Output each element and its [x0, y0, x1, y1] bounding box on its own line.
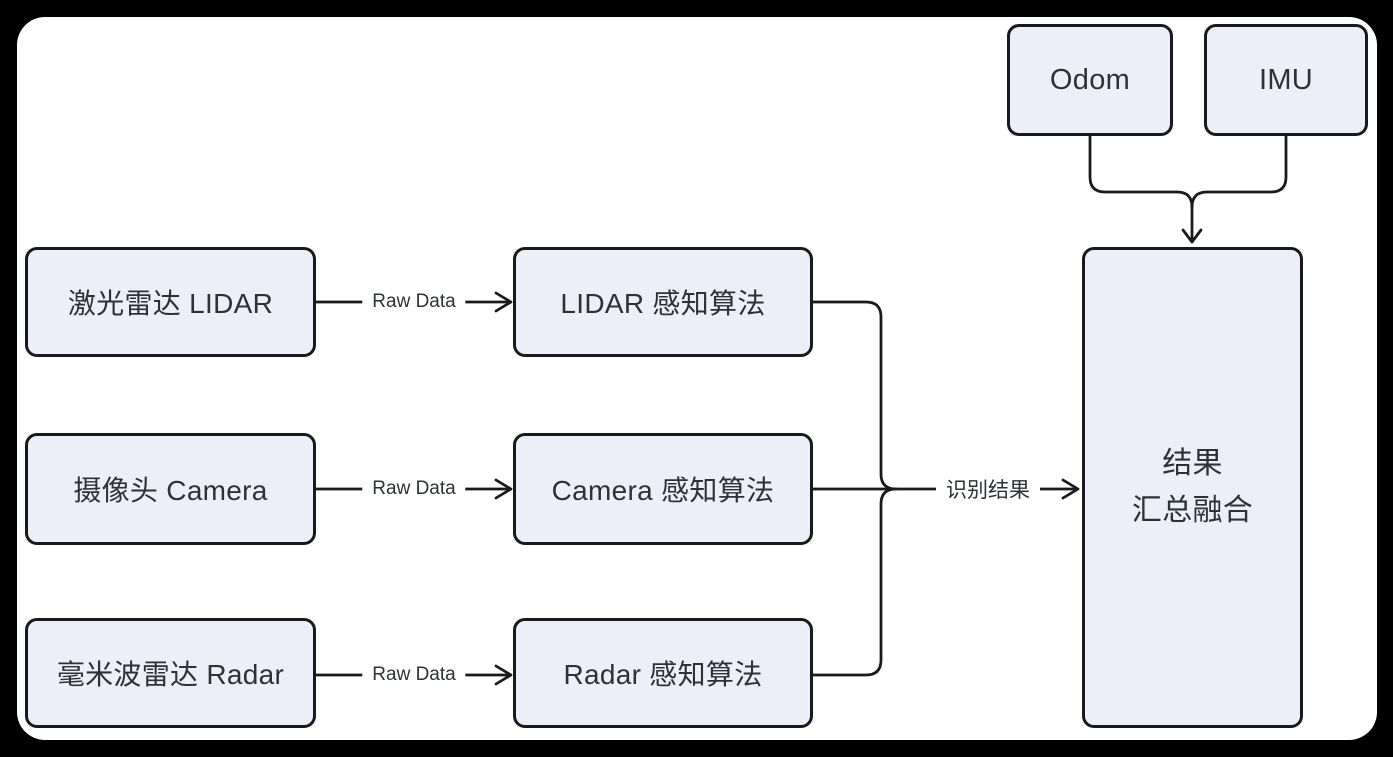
edge-radar-algo-merge [811, 487, 898, 677]
node-algo-camera: Camera 感知算法 [513, 433, 813, 545]
node-algo-radar: Radar 感知算法 [513, 618, 813, 728]
arrow-right-icon [1061, 478, 1080, 500]
node-algo-lidar-label: LIDAR 感知算法 [560, 288, 766, 319]
node-imu: IMU [1204, 24, 1368, 136]
arrow-right-icon [494, 478, 513, 500]
arrow-right-icon [494, 291, 513, 313]
node-algo-camera-label: Camera 感知算法 [551, 475, 775, 506]
node-sensor-camera: 摄像头 Camera [25, 433, 316, 545]
edge-lidar-algo-merge [811, 300, 898, 491]
node-odom-label: Odom [1049, 63, 1131, 96]
node-sensor-lidar: 激光雷达 LIDAR [25, 247, 316, 357]
node-odom: Odom [1007, 24, 1173, 136]
edge-label-raw-data-lidar: Raw Data [362, 289, 466, 315]
node-sensor-camera-label: 摄像头 Camera [73, 475, 268, 506]
edge-label-recognition-result: 识别结果 [936, 472, 1040, 506]
edge-odom-down [1088, 134, 1194, 240]
edge-label-raw-data-camera: Raw Data [362, 476, 466, 502]
node-result-fusion: 结果 汇总融合 [1082, 247, 1303, 728]
node-result-fusion-label-line1: 结果 [1162, 447, 1223, 480]
node-algo-lidar: LIDAR 感知算法 [513, 247, 813, 357]
node-sensor-radar: 毫米波雷达 Radar [25, 618, 316, 728]
node-result-fusion-label-line2: 汇总融合 [1131, 493, 1254, 527]
edge-imu-down [1190, 134, 1288, 209]
node-algo-radar-label: Radar 感知算法 [563, 659, 763, 690]
edge-label-raw-data-radar: Raw Data [362, 662, 466, 688]
node-sensor-radar-label: 毫米波雷达 Radar [56, 659, 285, 690]
node-imu-label: IMU [1258, 63, 1314, 96]
arrow-right-icon [494, 664, 513, 686]
arrow-down-icon [1181, 228, 1203, 244]
node-sensor-lidar-label: 激光雷达 LIDAR [67, 288, 274, 319]
